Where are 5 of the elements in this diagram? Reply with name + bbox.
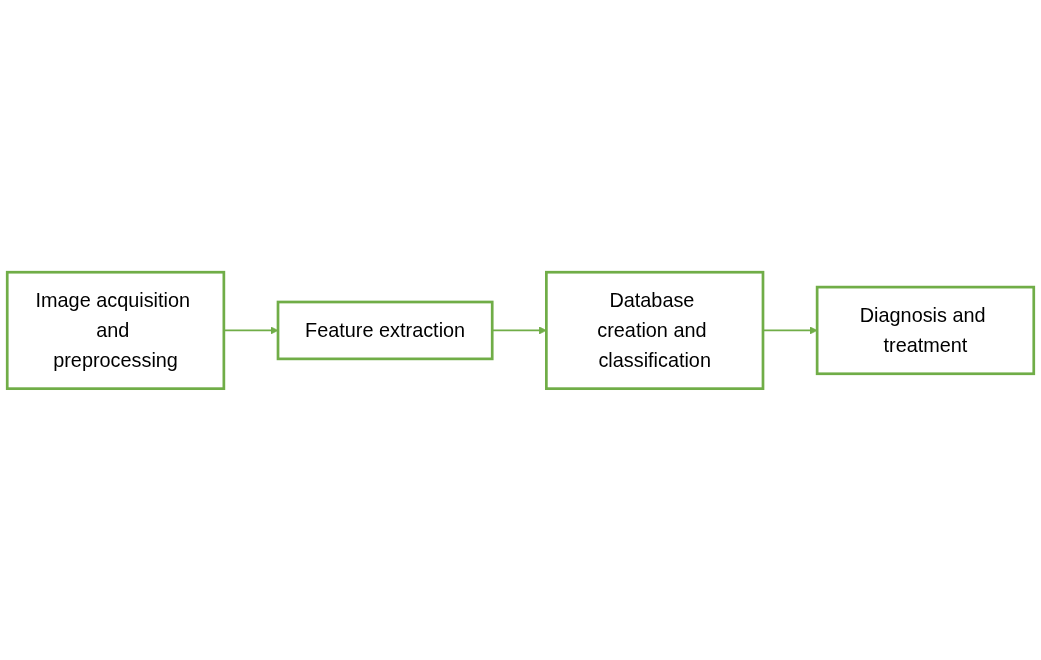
node-box: Diagnosis and treatment: [815, 285, 1036, 375]
node-box: Image acquisition and preprocessing: [5, 270, 226, 390]
node-box: Feature extraction: [276, 300, 494, 360]
node-box: Database creation and classification: [545, 270, 765, 390]
arrow: [762, 326, 818, 334]
